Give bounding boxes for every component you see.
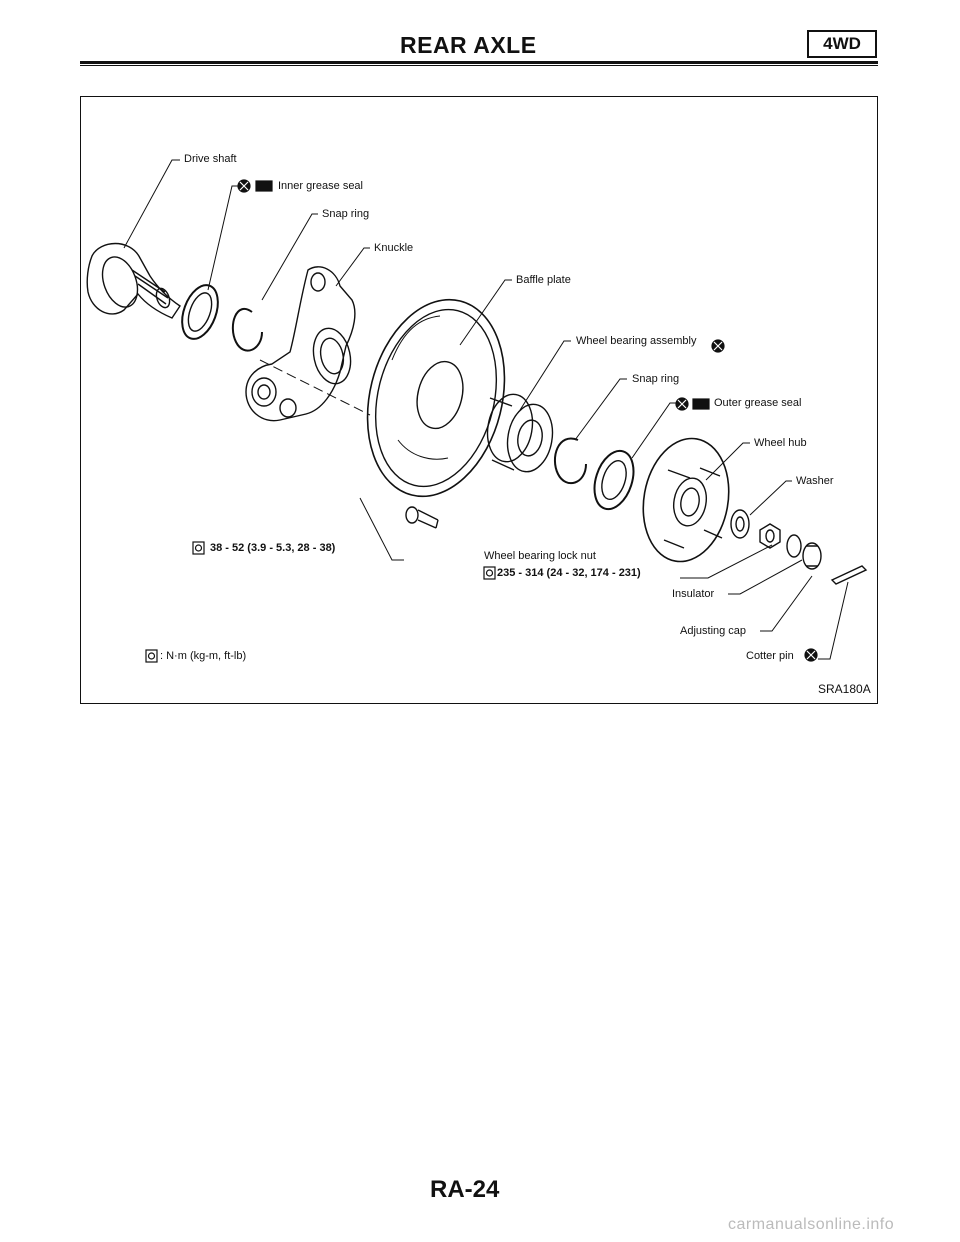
adjusting-cap-drawing [802,542,822,570]
label-baffle-plate: Baffle plate [516,274,571,286]
label-washer: Washer [796,475,834,487]
insulator-drawing [786,534,802,558]
label-knuckle: Knuckle [374,242,414,254]
page-title: REAR AXLE [400,32,537,58]
header-rule [80,61,878,64]
washer-drawing [730,509,750,539]
label-snap-ring-outer: Snap ring [632,373,680,385]
label-wheel-bearing-lock-nut: Wheel bearing lock nut [484,550,596,562]
leader-lines [123,159,849,660]
label-outer-grease-seal: Outer grease seal [714,397,802,409]
non-reusable-icon [675,397,689,411]
label-adjusting-cap: Adjusting cap [680,625,747,637]
non-reusable-icon [804,648,818,662]
label-wheel-hub: Wheel hub [754,437,807,449]
non-reusable-icon [237,179,251,193]
grease-icon [692,398,710,410]
wheel-hub-drawing [642,437,730,563]
torque-icon [483,566,496,580]
outer-grease-seal-drawing [593,449,635,511]
figure-reference: SRA180A [818,682,871,696]
figure-frame [80,96,878,704]
torque-unit-legend: : N·m (kg-m, ft-lb) [160,650,247,662]
label-bolt-torque: 38 - 52 (3.9 - 5.3, 28 - 38) [210,542,336,554]
torque-icon [192,541,205,555]
wheel-bearing-assembly-drawing [486,393,554,473]
header-rule-thin [80,65,878,66]
label-insulator: Insulator [672,588,715,600]
page-number: RA-24 [430,1176,500,1203]
label-snap-ring-inner: Snap ring [322,208,370,220]
drive-shaft-drawing [86,242,181,319]
label-wheel-bearing-assembly: Wheel bearing assembly [576,335,697,347]
snap-ring-outer-drawing [553,437,587,485]
knuckle-drawing [245,266,356,422]
snap-ring-inner-drawing [231,308,263,352]
lock-nut-drawing [759,523,781,549]
label-cotter-pin: Cotter pin [746,650,794,662]
grease-icon [255,180,273,192]
torque-icon [145,649,158,663]
cotter-pin-drawing [830,565,868,585]
bolt-drawing [405,506,439,529]
non-reusable-icon [711,339,725,353]
label-drive-shaft: Drive shaft [184,153,237,165]
label-lock-nut-torque: 235 - 314 (24 - 32, 174 - 231) [497,567,641,579]
part-symbols [145,179,818,663]
label-inner-grease-seal: Inner grease seal [278,180,363,192]
watermark: carmanualsonline.info [728,1216,895,1233]
inner-grease-seal-drawing [181,284,219,340]
baffle-plate-drawing [366,298,506,498]
drive-type-badge: 4WD [807,30,877,58]
